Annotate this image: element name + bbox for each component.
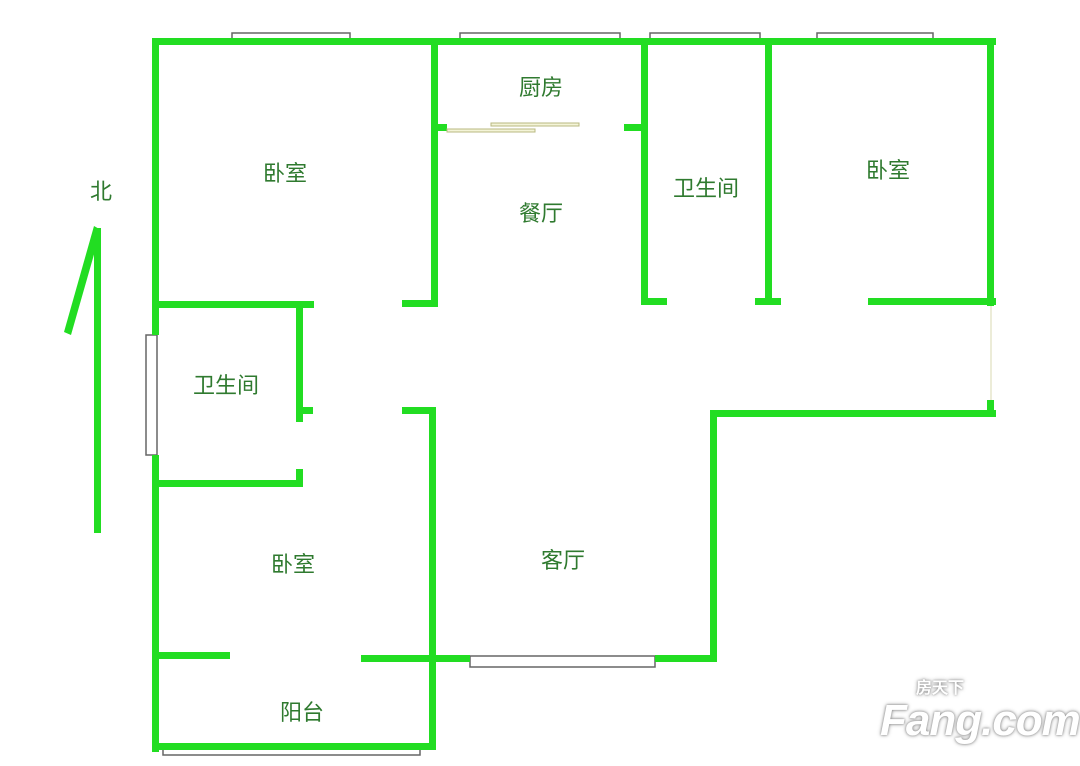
wall [987,400,994,417]
window [469,655,656,668]
wall [868,298,996,305]
room-label-bathroom-w: 卫生间 [192,374,260,399]
room-label-living: 客厅 [540,549,586,574]
wall [641,38,648,304]
room-label-balcony: 阳台 [279,701,325,726]
sliding-door [446,122,580,133]
room-label-bathroom-n: 卫生间 [672,177,740,202]
room-label-kitchen: 厨房 [518,76,564,101]
wall [152,652,230,659]
room-label-bedroom-sw: 卧室 [270,553,316,578]
watermark-cn: 房天下 [916,680,965,697]
window [145,334,158,456]
wall [152,38,159,335]
wall [765,38,772,304]
wall [429,407,436,662]
wall [431,38,438,306]
wall [655,655,716,662]
walls [152,38,996,752]
wall [431,124,447,131]
compass-north-label: 北 [89,180,113,205]
wall [296,469,303,487]
wall [152,301,314,308]
wall [710,410,717,662]
windows [145,32,934,756]
wall [361,655,470,662]
wall [755,298,781,305]
wall [152,480,303,487]
wall [296,407,313,414]
room-label-dining: 餐厅 [518,202,564,227]
room-label-bedroom-nw: 卧室 [262,162,308,187]
wall [402,407,436,414]
wall [429,655,436,750]
wall [152,743,436,750]
wall [402,300,438,307]
room-label-bedroom-ne: 卧室 [865,159,911,184]
wall [624,124,648,131]
wall [987,38,994,306]
wall [296,301,303,422]
watermark-brand: Fang.com [880,696,1080,745]
wall [710,410,996,417]
wall [152,38,996,45]
compass-arrow-icon [64,226,101,533]
fang-watermark-logo: 房天下 Fang.com [880,680,1080,744]
wall [152,455,159,752]
wall [641,298,667,305]
